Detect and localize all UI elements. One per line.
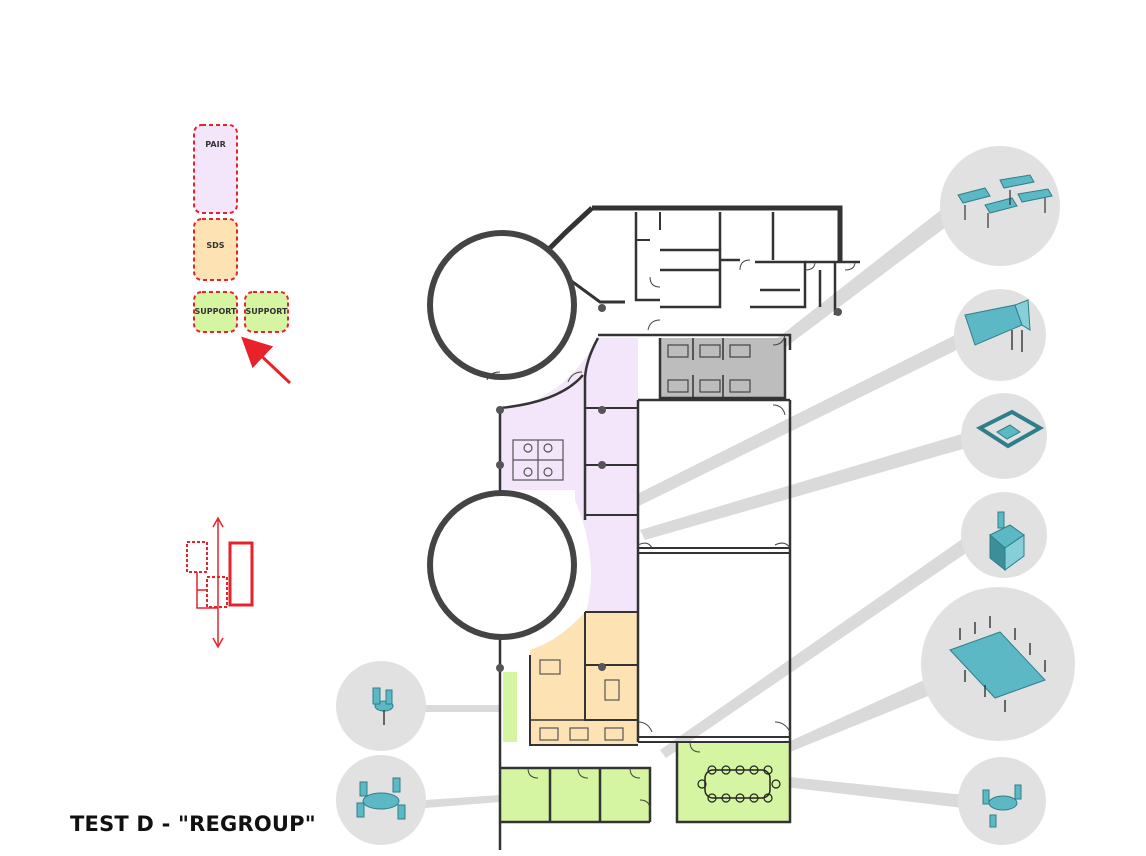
cafe-table-icon-left xyxy=(336,755,426,845)
pair-workstations xyxy=(512,439,564,481)
furniture-bubbles xyxy=(336,146,1075,845)
door-swings xyxy=(486,259,856,811)
legend-support-label-1: SUPPORT xyxy=(194,307,237,316)
cafe-chair-icon xyxy=(336,661,426,751)
conference-table xyxy=(697,765,781,803)
cafe-table-icon-right xyxy=(958,757,1046,845)
legend-support-box-1 xyxy=(193,291,238,333)
page-title: TEST D - "REGROUP" xyxy=(70,812,316,836)
red-arrow-icon xyxy=(241,336,292,385)
support-zone-conference xyxy=(677,742,790,822)
conference-table-icon xyxy=(921,587,1075,741)
lounge-screen-icon xyxy=(954,289,1046,381)
legend-support-box-2 xyxy=(244,291,289,333)
legend-sds-box xyxy=(193,218,238,281)
legend-support-label-2: SUPPORT xyxy=(245,307,288,316)
zone-legend: PAIR SDS SUPPORT SUPPORT xyxy=(193,124,292,385)
sds-desks xyxy=(539,659,624,741)
round-tower-lower xyxy=(427,490,577,640)
support-zone-strip xyxy=(503,672,517,742)
bench-desks-icon xyxy=(940,146,1060,266)
legend-sds-label: SDS xyxy=(206,241,224,250)
round-tower-upper xyxy=(427,230,577,380)
movement-diagram xyxy=(186,516,254,649)
leader-lines xyxy=(425,195,978,808)
walls xyxy=(498,205,860,850)
support-zone-rooms xyxy=(500,768,650,823)
legend-pair-box xyxy=(193,124,238,214)
copier-icon xyxy=(961,492,1047,578)
private-office-icon xyxy=(961,393,1047,479)
legend-pair-label: PAIR xyxy=(205,140,225,149)
column-dots xyxy=(496,304,842,672)
office-desks xyxy=(667,344,751,393)
